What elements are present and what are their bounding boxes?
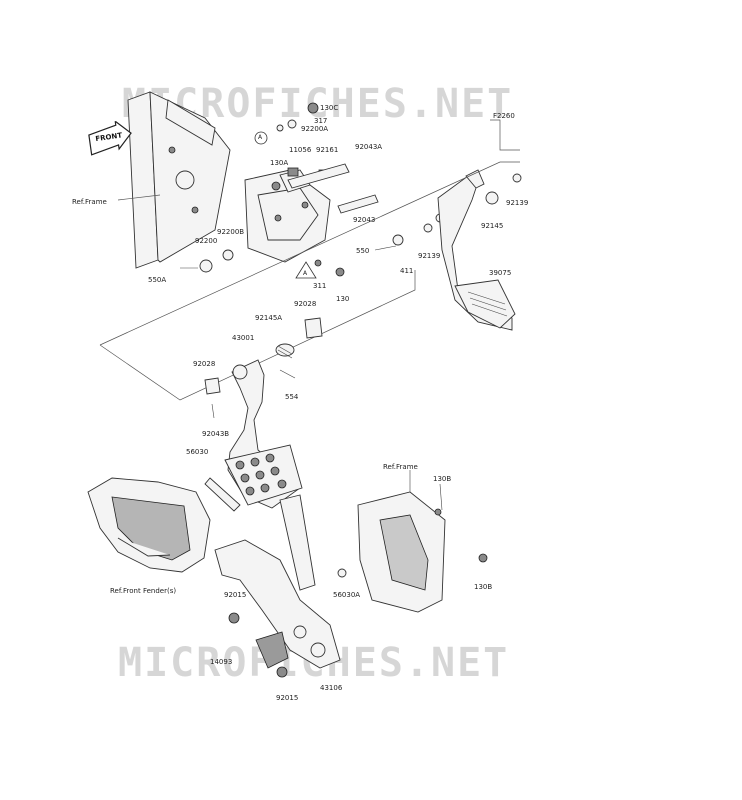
label-92015-top: 92015: [224, 591, 247, 599]
label-92145a: 92145A: [255, 314, 283, 322]
label-92200b: 92200B: [217, 228, 245, 236]
label-130b-bottom: 130B: [474, 583, 493, 591]
frame-bracket: [127, 91, 231, 269]
label-92139-right: 92139: [506, 199, 529, 207]
label-92200a: 92200A: [301, 125, 329, 133]
label-411: 411: [400, 267, 414, 275]
label-130: 130: [336, 295, 350, 303]
label-f2260: F2260: [493, 112, 515, 120]
frame-plate-right: [337, 470, 488, 613]
label-14093: 14093: [210, 658, 233, 666]
label-43001: 43001: [232, 334, 255, 342]
label-92139-left: 92139: [418, 252, 441, 260]
label-43106: 43106: [320, 684, 343, 692]
throttle-pedal: [437, 169, 522, 331]
marker-a-top: A: [258, 134, 263, 141]
label-ref-frame-right: Ref.Frame: [383, 463, 418, 471]
label-130b-top: 130B: [433, 475, 452, 483]
label-92145: 92145: [481, 222, 504, 230]
label-ref-front-fender: Ref.Front Fender(s): [110, 587, 177, 595]
front-fender: [87, 477, 211, 573]
label-92028-left: 92028: [193, 360, 216, 368]
label-554: 554: [285, 393, 299, 401]
label-92015-bottom: 92015: [276, 694, 299, 702]
brake-pedal: [204, 317, 323, 512]
label-39075: 39075: [489, 269, 512, 277]
label-550: 550: [356, 247, 370, 255]
label-ref-frame-top: Ref.Frame: [72, 198, 107, 206]
label-130c: 130C: [320, 104, 339, 112]
label-92043a: 92043A: [355, 143, 383, 151]
label-56030: 56030: [186, 448, 209, 456]
small-parts-top: [180, 102, 445, 277]
label-130a: 130A: [270, 159, 289, 167]
label-92028-top: 92028: [294, 300, 317, 308]
label-92043: 92043: [353, 216, 376, 224]
front-direction-badge: FRONT: [86, 119, 137, 164]
callout-markers: [254, 131, 317, 279]
label-11056: 11056: [289, 146, 312, 154]
label-92200: 92200: [195, 237, 218, 245]
label-311: 311: [313, 282, 327, 290]
assembly-outlines: [99, 119, 520, 401]
label-92043b: 92043B: [202, 430, 230, 438]
pedal-bracket: [244, 169, 331, 263]
marker-a-mid: A: [303, 270, 308, 277]
label-317: 317: [314, 117, 328, 125]
label-56030a: 56030A: [333, 591, 361, 599]
brake-master-assembly: [214, 494, 341, 678]
label-92161: 92161: [316, 146, 339, 154]
label-550a: 550A: [148, 276, 167, 284]
